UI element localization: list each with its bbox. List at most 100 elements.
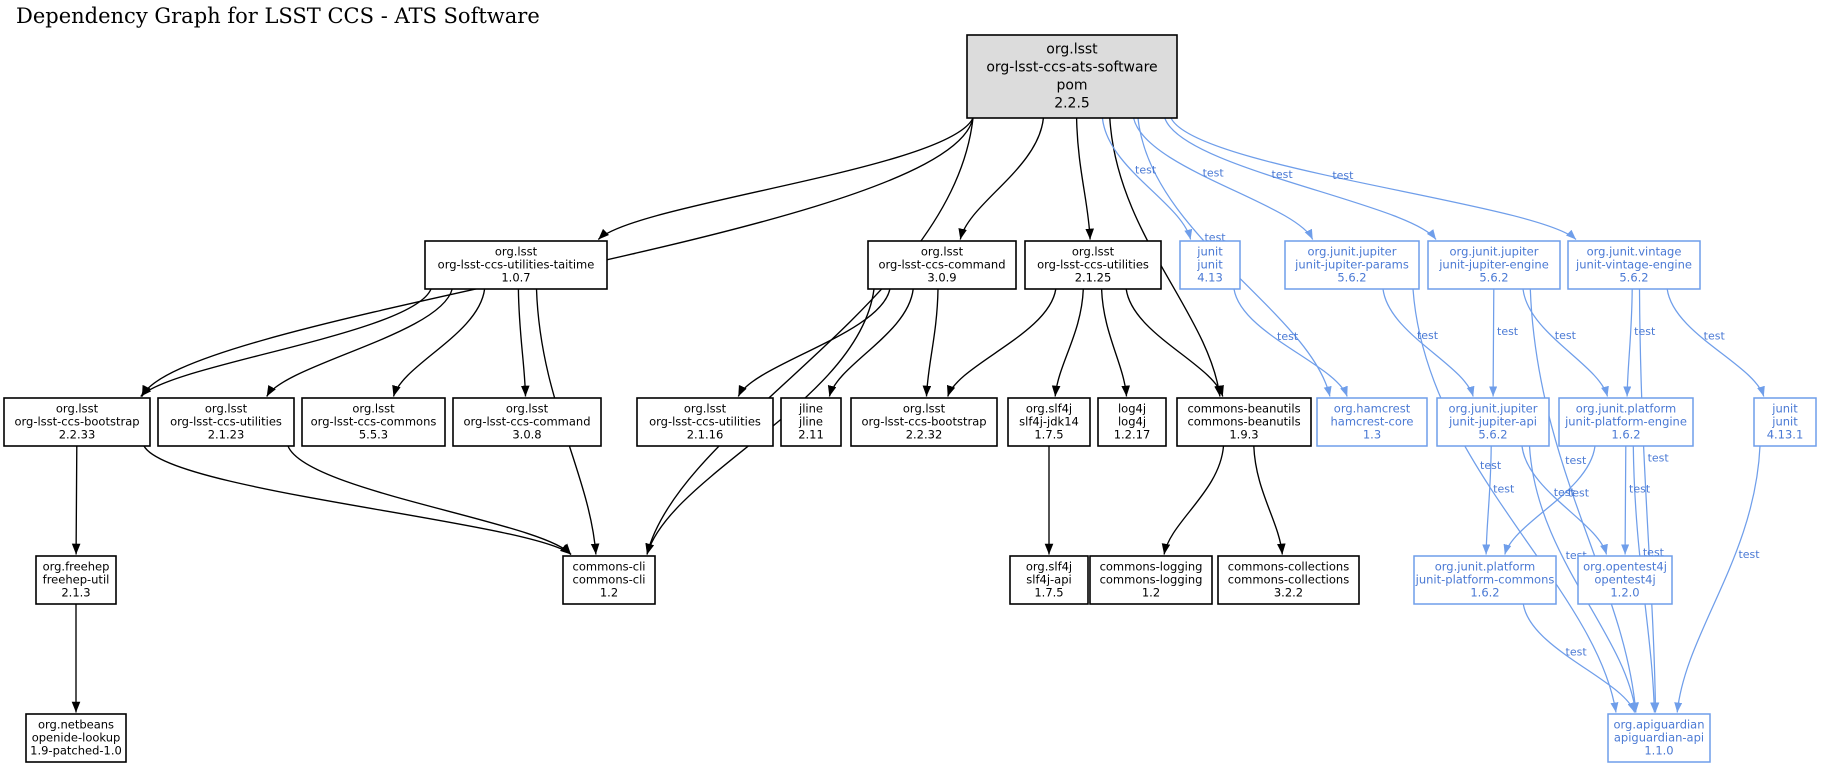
node-text-line: 2.11 [798,428,824,442]
node-text-line: slf4j-api [1026,573,1071,587]
graph-edge [645,117,974,555]
node-text-line: 1.0.7 [501,271,530,285]
node-text-line: org-lsst-ccs-utilities [170,415,282,429]
edge-label: test [1332,169,1354,182]
edge-label: test [1493,482,1515,495]
edge-label: test [1629,482,1651,495]
graph-edge [737,288,891,397]
node-text-line: junit-jupiter-params [1294,258,1409,272]
graph-node[interactable]: org.junit.platformjunit-platform-commons… [1413,555,1557,605]
edge-label: test [1497,325,1519,338]
graph-edge [143,445,572,556]
node-text-line: commons-cli [573,573,646,587]
graph-edge [1529,288,1639,713]
graph-node[interactable]: org.netbeansopenide-lookup1.9-patched-1.… [25,713,127,763]
node-text-line: 2.1.3 [61,586,90,600]
graph-edge [392,288,486,397]
graph-edge [287,445,572,555]
node-text-line: 1.6.2 [1611,428,1640,442]
node-text-line: org.junit.jupiter [1450,244,1539,258]
graph-node[interactable]: org.junit.vintagejunit-vintage-engine5.6… [1567,240,1701,290]
node-text-line: commons-logging [1100,559,1203,573]
node-text-line: commons-beanutils [1187,415,1300,429]
node-text-line: slf4j-jdk14 [1019,415,1079,429]
graph-node[interactable]: org.junit.jupiterjunit-jupiter-engine5.6… [1427,240,1561,290]
node-text-line: org.lsst [684,401,727,415]
graph-edge [71,445,81,555]
graph-node[interactable]: org.lsstorg-lsst-ccs-ats-softwarepom2.2.… [966,34,1178,119]
node-text-line: org.lsst [506,401,549,415]
node-text-line: commons-collections [1228,559,1349,573]
node-text-line: 1.2 [600,586,618,600]
graph-edge [947,288,1057,397]
node-text-line: 5.5.3 [359,428,388,442]
graph-edge [827,288,914,397]
node-text-line: 2.1.16 [687,428,724,442]
graph-node[interactable]: org.lsstorg-lsst-ccs-utilities-taitime1.… [424,240,608,290]
graph-node[interactable]: commons-collectionscommons-collections3.… [1217,555,1360,605]
node-text-line: 1.7.5 [1034,586,1063,600]
node-text-line: 2.1.23 [208,428,245,442]
node-text-line: 1.7.5 [1034,428,1063,442]
node-text-line: org.junit.platform [1576,401,1677,415]
node-text-line: log4j [1118,401,1146,415]
node-text-line: 2.2.5 [1054,96,1090,112]
graph-edge [1521,445,1608,555]
node-text-line: 1.3 [1363,428,1381,442]
graph-edge [922,288,939,397]
node-text-line: 3.0.9 [927,271,956,285]
node-text-line: 2.2.33 [59,428,96,442]
node-text-line: junit-platform-commons [1415,573,1555,587]
graph-edge [1621,445,1630,555]
graph-node[interactable]: org.junit.jupiterjunit-jupiter-params5.6… [1284,240,1420,290]
graph-edge [1161,445,1225,555]
node-text-line: org-lsst-ccs-utilities [649,415,761,429]
graph-edge [1253,445,1286,555]
graph-edge [1101,117,1193,240]
node-text-line: apiguardian-api [1614,731,1704,745]
node-text-line: org-lsst-ccs-command [878,258,1005,272]
graph-edge [1132,117,1314,240]
page-title: Dependency Graph for LSST CCS - ATS Soft… [16,4,540,28]
graph-node[interactable]: org.junit.platformjunit-platform-engine1… [1558,397,1694,447]
node-text-line: org-lsst-ccs-bootstrap [861,415,986,429]
node-text-line: commons-collections [1228,573,1349,587]
node-text-line: org.freehep [43,559,110,573]
node-text-line: org.lsst [56,401,99,415]
graph-edge [1674,445,1761,713]
edge-label: test [1565,454,1587,467]
graph-edge [1623,288,1633,397]
edge-label: test [1554,486,1576,499]
node-layer: org.lsstorg-lsst-ccs-ats-softwarepom2.2.… [3,34,1817,763]
node-text-line: org.lsst [1046,42,1098,58]
node-text-line: commons-logging [1100,573,1203,587]
node-text-line: org.slf4j [1026,559,1072,573]
node-text-line: junit [1196,244,1223,258]
node-text-line: 5.6.2 [1479,271,1508,285]
node-text-line: org.hamcrest [1334,401,1411,415]
node-text-line: 4.13 [1197,271,1223,285]
node-text-line: org.lsst [352,401,395,415]
